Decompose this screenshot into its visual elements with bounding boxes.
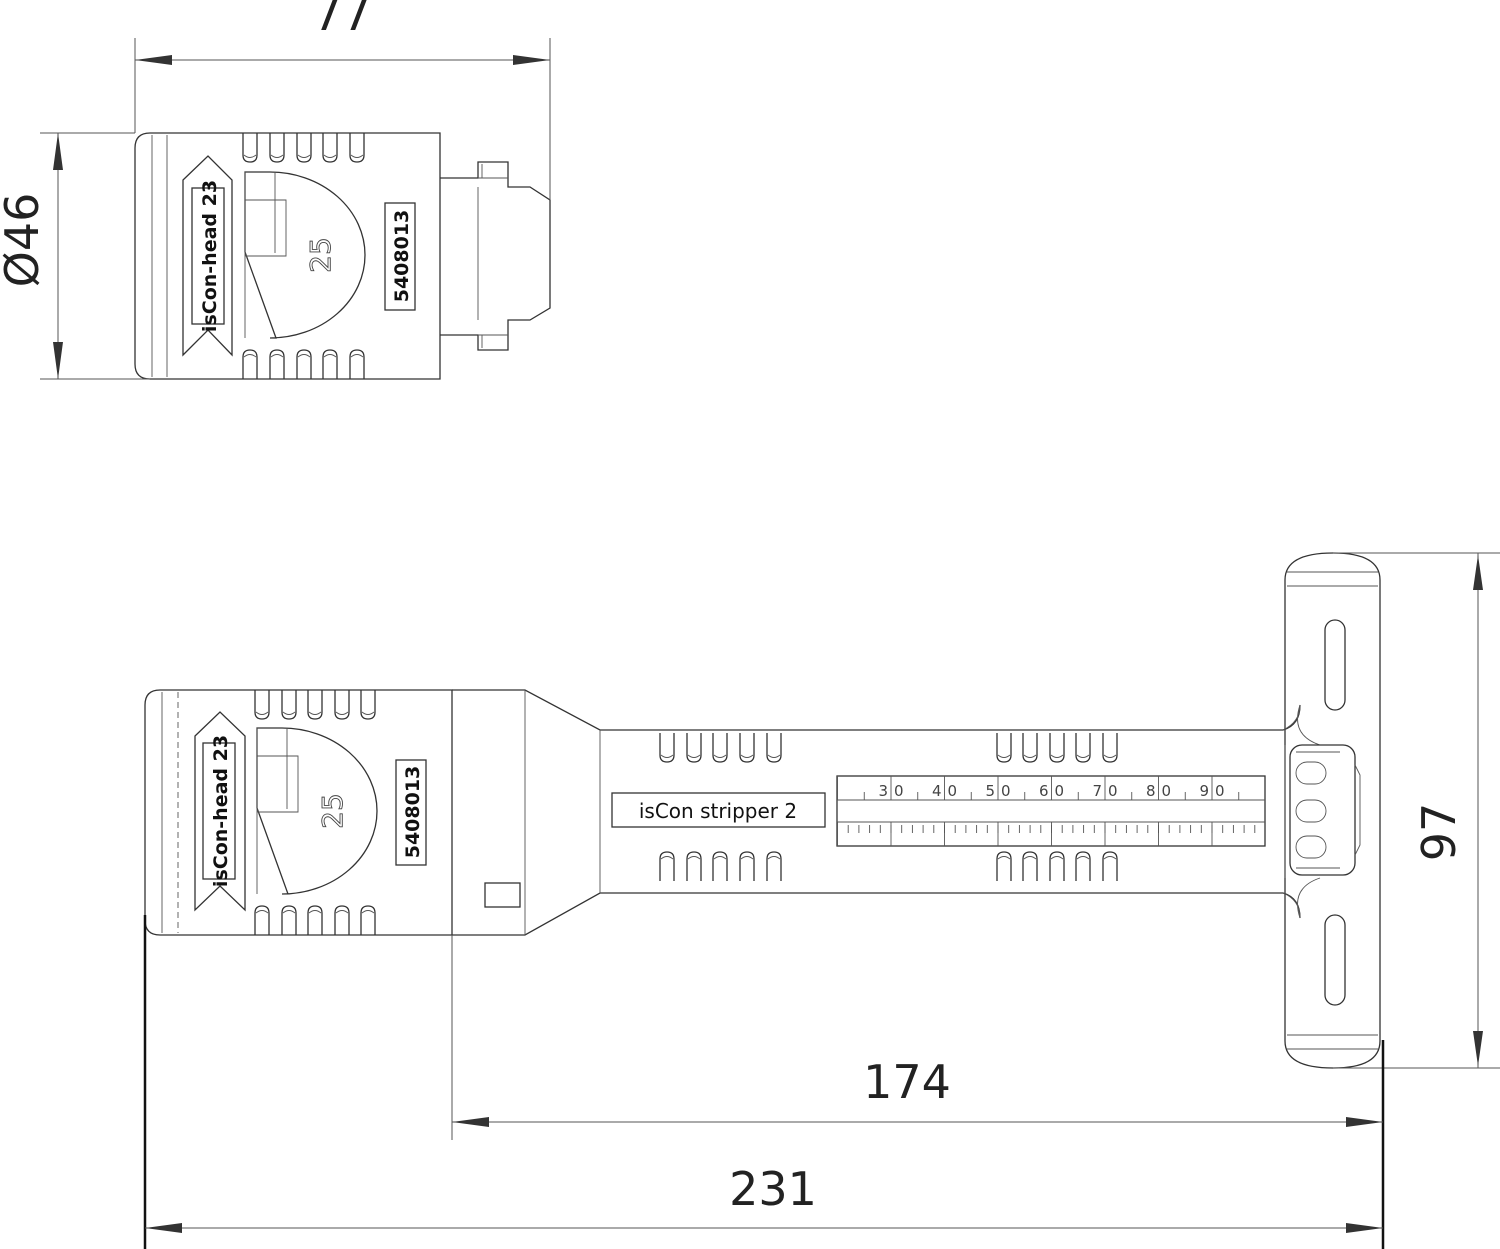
head-label: isCon-head 23 bbox=[199, 180, 221, 332]
dimension-diameter-46: Ø46 bbox=[0, 132, 150, 380]
dimension-174: 174 bbox=[451, 935, 1385, 1249]
scale-label: 0 bbox=[1162, 782, 1172, 800]
scale-label: 4 bbox=[932, 782, 942, 800]
scale-label: 9 bbox=[1199, 782, 1209, 800]
dimension-97: 97 bbox=[1333, 552, 1500, 1069]
blade-window bbox=[244, 171, 366, 339]
scale-label: 0 bbox=[948, 782, 958, 800]
grip-ribs-head bbox=[254, 689, 376, 936]
scale-label: 6 bbox=[1039, 782, 1049, 800]
lock-cap bbox=[1289, 744, 1356, 876]
scale-label: 7 bbox=[1092, 782, 1102, 800]
tool-label: isCon stripper 2 bbox=[639, 799, 797, 823]
stripper-tool: isCon-head 23 25 5408013 isCon stripper … bbox=[144, 552, 1381, 1069]
scale-label: 0 bbox=[1055, 782, 1065, 800]
dimension-height-label: 97 bbox=[1412, 803, 1466, 862]
arrow-label-shape bbox=[182, 155, 233, 357]
dimension-77: 77 bbox=[134, 0, 551, 200]
dimension-231-label: 231 bbox=[729, 1162, 817, 1216]
side-size-marking: 25 bbox=[316, 793, 349, 829]
scale-label: 0 bbox=[1215, 782, 1225, 800]
scale-label: 0 bbox=[894, 782, 904, 800]
side-part-number: 5408013 bbox=[402, 766, 424, 859]
part-number: 5408013 bbox=[391, 210, 413, 303]
scale-label: 0 bbox=[1001, 782, 1011, 800]
scale-label: 8 bbox=[1146, 782, 1156, 800]
size-marking: 25 bbox=[304, 237, 337, 273]
connector bbox=[440, 161, 551, 351]
dimension-231: 231 bbox=[143, 915, 1383, 1249]
dimension-diameter-label: Ø46 bbox=[0, 193, 49, 288]
t-handle bbox=[1284, 552, 1381, 1069]
side-head-label: isCon-head 23 bbox=[210, 735, 232, 887]
dimension-length-label: 77 bbox=[313, 0, 372, 41]
dimension-174-label: 174 bbox=[863, 1055, 951, 1109]
top-view-head: isCon-head 23 25 5408013 bbox=[134, 132, 551, 380]
scale-label: 3 bbox=[878, 782, 888, 800]
scale-label: 0 bbox=[1108, 782, 1118, 800]
scale-label: 5 bbox=[985, 782, 995, 800]
